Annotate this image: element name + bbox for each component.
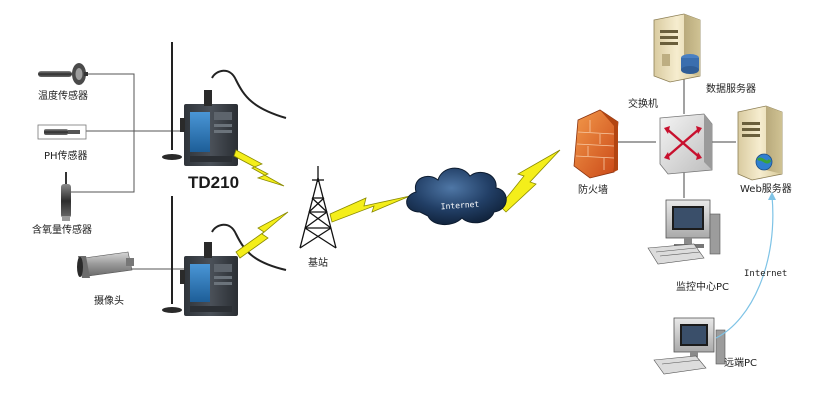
db-server-label: 数据服务器 bbox=[706, 84, 756, 96]
desktop-pc-icon-remote bbox=[654, 318, 725, 374]
lightning-bolt-icon bbox=[234, 150, 284, 186]
temp-sensor-label: 温度传感器 bbox=[38, 91, 88, 103]
remote-internet-link bbox=[716, 192, 776, 338]
server-icon-database bbox=[654, 14, 700, 82]
lightning-bolt-icon bbox=[330, 196, 410, 222]
cell-tower-icon bbox=[300, 166, 336, 248]
network-switch-icon bbox=[660, 114, 712, 174]
desktop-pc-icon-monitor-center bbox=[648, 200, 720, 264]
firewall-label: 防火墙 bbox=[578, 185, 608, 197]
lightning-bolt-icon bbox=[236, 212, 288, 258]
web-server-label: Web服务器 bbox=[740, 184, 792, 196]
dtu-modem-icon-bottom bbox=[162, 196, 286, 316]
lightning-bolt-icon bbox=[500, 150, 560, 212]
wireless-link-bolts bbox=[234, 150, 560, 258]
ph-sensor-label: PH传感器 bbox=[44, 151, 88, 163]
oxygen-sensor-label: 含氧量传感器 bbox=[32, 225, 92, 237]
security-camera-icon bbox=[77, 252, 134, 278]
ph-probe-icon bbox=[38, 125, 86, 139]
cloud-icon bbox=[407, 168, 507, 224]
device-model-label: TD210 bbox=[188, 173, 239, 193]
dtu-modem-icon-top bbox=[162, 42, 286, 166]
temperature-probe-icon bbox=[38, 63, 88, 85]
base-station-label: 基站 bbox=[308, 258, 328, 270]
internet-link-label: Internet bbox=[744, 268, 787, 280]
monitor-pc-label: 监控中心PC bbox=[676, 282, 729, 294]
firewall-icon bbox=[574, 110, 618, 178]
server-icon-web bbox=[738, 106, 782, 180]
oxygen-probe-icon bbox=[61, 172, 71, 221]
switch-label: 交换机 bbox=[628, 99, 658, 111]
camera-label: 摄像头 bbox=[94, 296, 124, 308]
remote-pc-label: 远端PC bbox=[724, 358, 757, 370]
